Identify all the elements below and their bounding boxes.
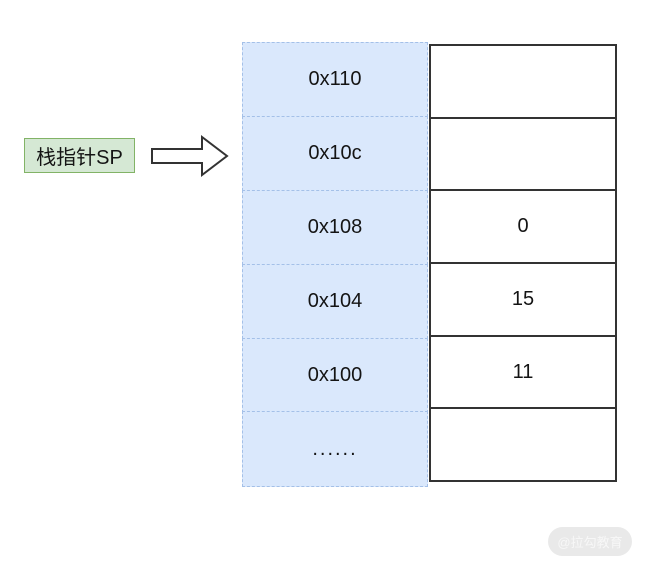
address-cell: 0x108 [242, 189, 428, 266]
watermark-badge: @拉勾教育 [548, 527, 632, 556]
address-cell: 0x10c [242, 115, 428, 192]
address-cell-ellipsis: ...... [242, 411, 428, 487]
value-cell: 11 [429, 334, 617, 410]
stack-pointer-label: 栈指针SP [24, 138, 135, 173]
value-cell [429, 407, 617, 483]
address-cell: 0x110 [242, 42, 428, 118]
address-cell: 0x100 [242, 337, 428, 413]
right-block-arrow-icon [151, 135, 229, 177]
value-cell [429, 44, 617, 119]
value-cell [429, 116, 617, 192]
value-cell: 0 [429, 189, 617, 265]
value-column: 0 15 11 [429, 44, 617, 483]
value-cell: 15 [429, 262, 617, 337]
address-column: 0x110 0x10c 0x108 0x104 0x100 ...... [242, 42, 428, 487]
address-cell: 0x104 [242, 263, 428, 340]
